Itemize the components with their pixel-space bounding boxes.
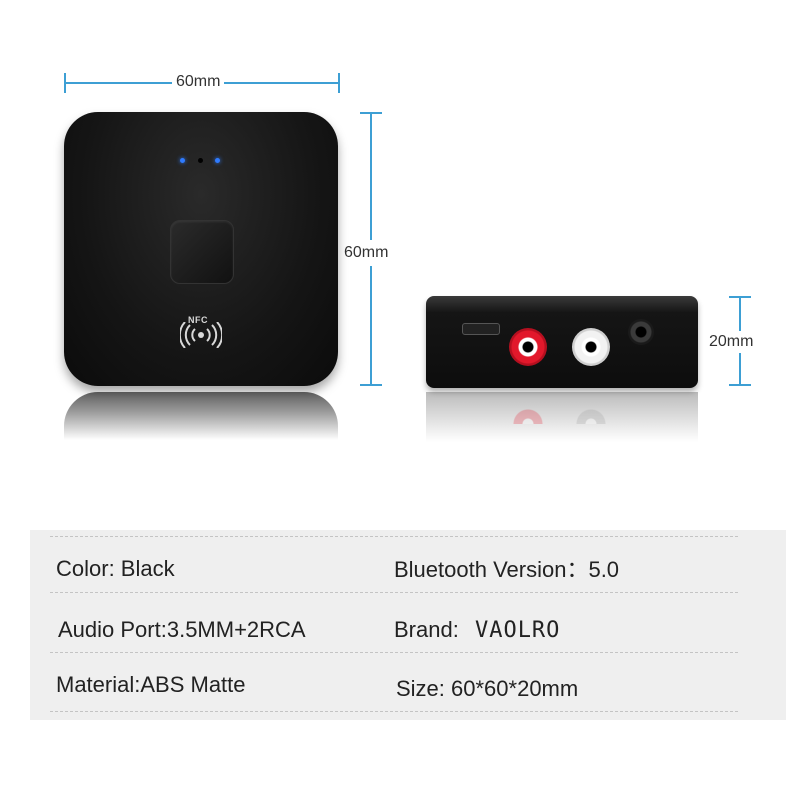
spec-brand: Brand: VAOLRO bbox=[394, 617, 560, 643]
spec-color: Color: Black bbox=[56, 556, 175, 581]
depth-dimension-label: 20mm bbox=[706, 331, 757, 353]
depth-dimension-tick-bottom bbox=[729, 384, 751, 386]
rca-white-reflection bbox=[572, 398, 610, 424]
micro-usb-port bbox=[462, 323, 500, 335]
power-button[interactable] bbox=[170, 220, 234, 284]
width-dimension-label: 60mm bbox=[172, 73, 225, 91]
width-dimension-tick-left bbox=[64, 73, 66, 93]
status-led-center bbox=[198, 158, 203, 163]
width-dimension-tick-right bbox=[338, 73, 340, 93]
rca-white-port bbox=[572, 328, 610, 366]
receiver-side-reflection bbox=[426, 392, 698, 442]
height-dimension-tick-top bbox=[360, 112, 382, 114]
height-dimension-tick-bottom bbox=[360, 384, 382, 386]
spec-size: Size: 60*60*20mm bbox=[396, 676, 579, 701]
status-led-right bbox=[215, 158, 220, 163]
spec-divider bbox=[50, 652, 738, 653]
rca-red-reflection bbox=[509, 398, 547, 424]
spec-divider bbox=[50, 536, 738, 537]
depth-dimension-tick-top bbox=[729, 296, 751, 298]
rca-red-port bbox=[509, 328, 547, 366]
nfc-waves-icon bbox=[180, 322, 222, 348]
spec-panel bbox=[30, 530, 786, 720]
height-dimension-label: 60mm bbox=[342, 240, 391, 266]
receiver-top-reflection bbox=[64, 392, 338, 440]
aux-3-5mm-port bbox=[628, 319, 654, 345]
spec-divider bbox=[50, 711, 738, 712]
spec-audio-port: Audio Port:3.5MM+2RCA bbox=[58, 617, 306, 642]
spec-divider bbox=[50, 592, 738, 593]
spec-brand-label: Brand: bbox=[394, 617, 459, 642]
receiver-side-view bbox=[426, 296, 698, 388]
spec-brand-value: VAOLRO bbox=[474, 618, 561, 643]
spec-bluetooth-version: Bluetooth Version：5.0 bbox=[394, 557, 620, 582]
nfc-label: NFC bbox=[188, 315, 208, 325]
spec-material: Material:ABS Matte bbox=[56, 672, 246, 697]
status-led-left bbox=[180, 158, 185, 163]
